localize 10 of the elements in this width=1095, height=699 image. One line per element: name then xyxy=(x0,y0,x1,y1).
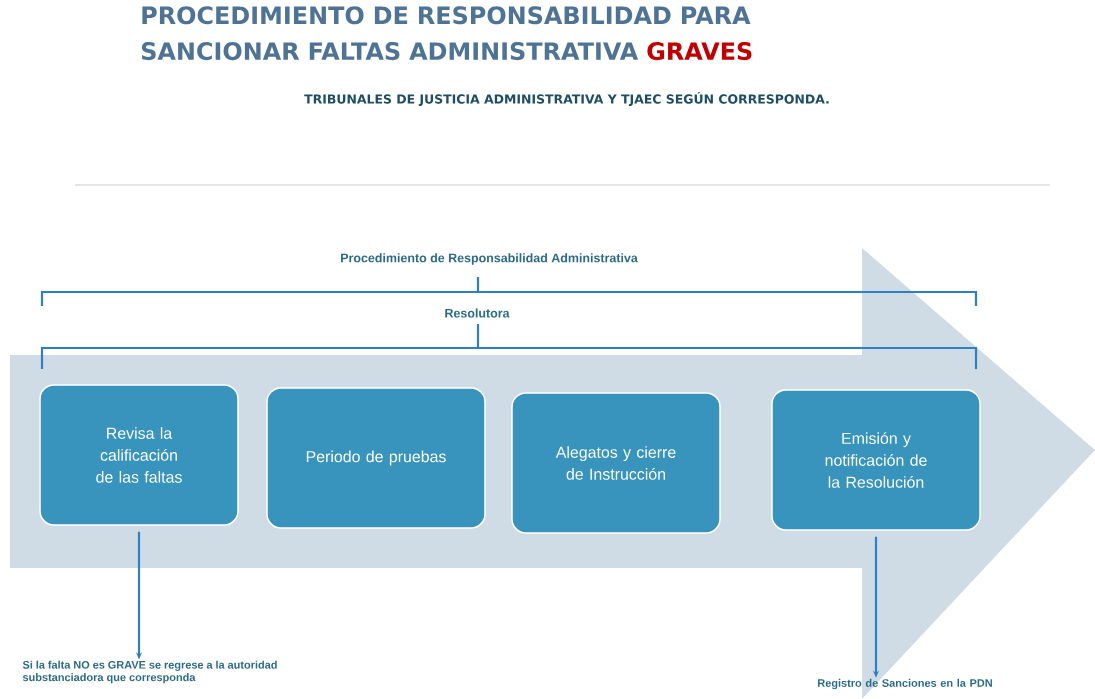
process-box: Revisa la calificación de las faltas xyxy=(39,384,239,526)
bracket-label: Procedimiento de Responsabilidad Administrativa xyxy=(341,253,638,265)
process-box: Emisión y notificación de la Resolución xyxy=(771,389,981,531)
bracket-label: Resolutora xyxy=(445,308,510,318)
note-text: Si la falta NO es GRAVE se regrese a la autoridad substanciadora que corresponda xyxy=(22,660,277,684)
title: PROCEDIMIENTO DE RESPONSABILIDAD PARA SANCIONAR FALTAS ADMINISTRATIVA GRAVES xyxy=(141,6,752,61)
note-text: Registro de Sanciones en la PDN xyxy=(818,678,992,690)
process-box: Periodo de pruebas xyxy=(266,387,486,529)
subtitle: TRIBUNALES DE JUSTICIA ADMINISTRATIVA Y TJAEC SEGÚN CORRESPONDA. xyxy=(304,92,829,106)
process-box: Alegatos y cierre de Instrucción xyxy=(511,392,721,534)
